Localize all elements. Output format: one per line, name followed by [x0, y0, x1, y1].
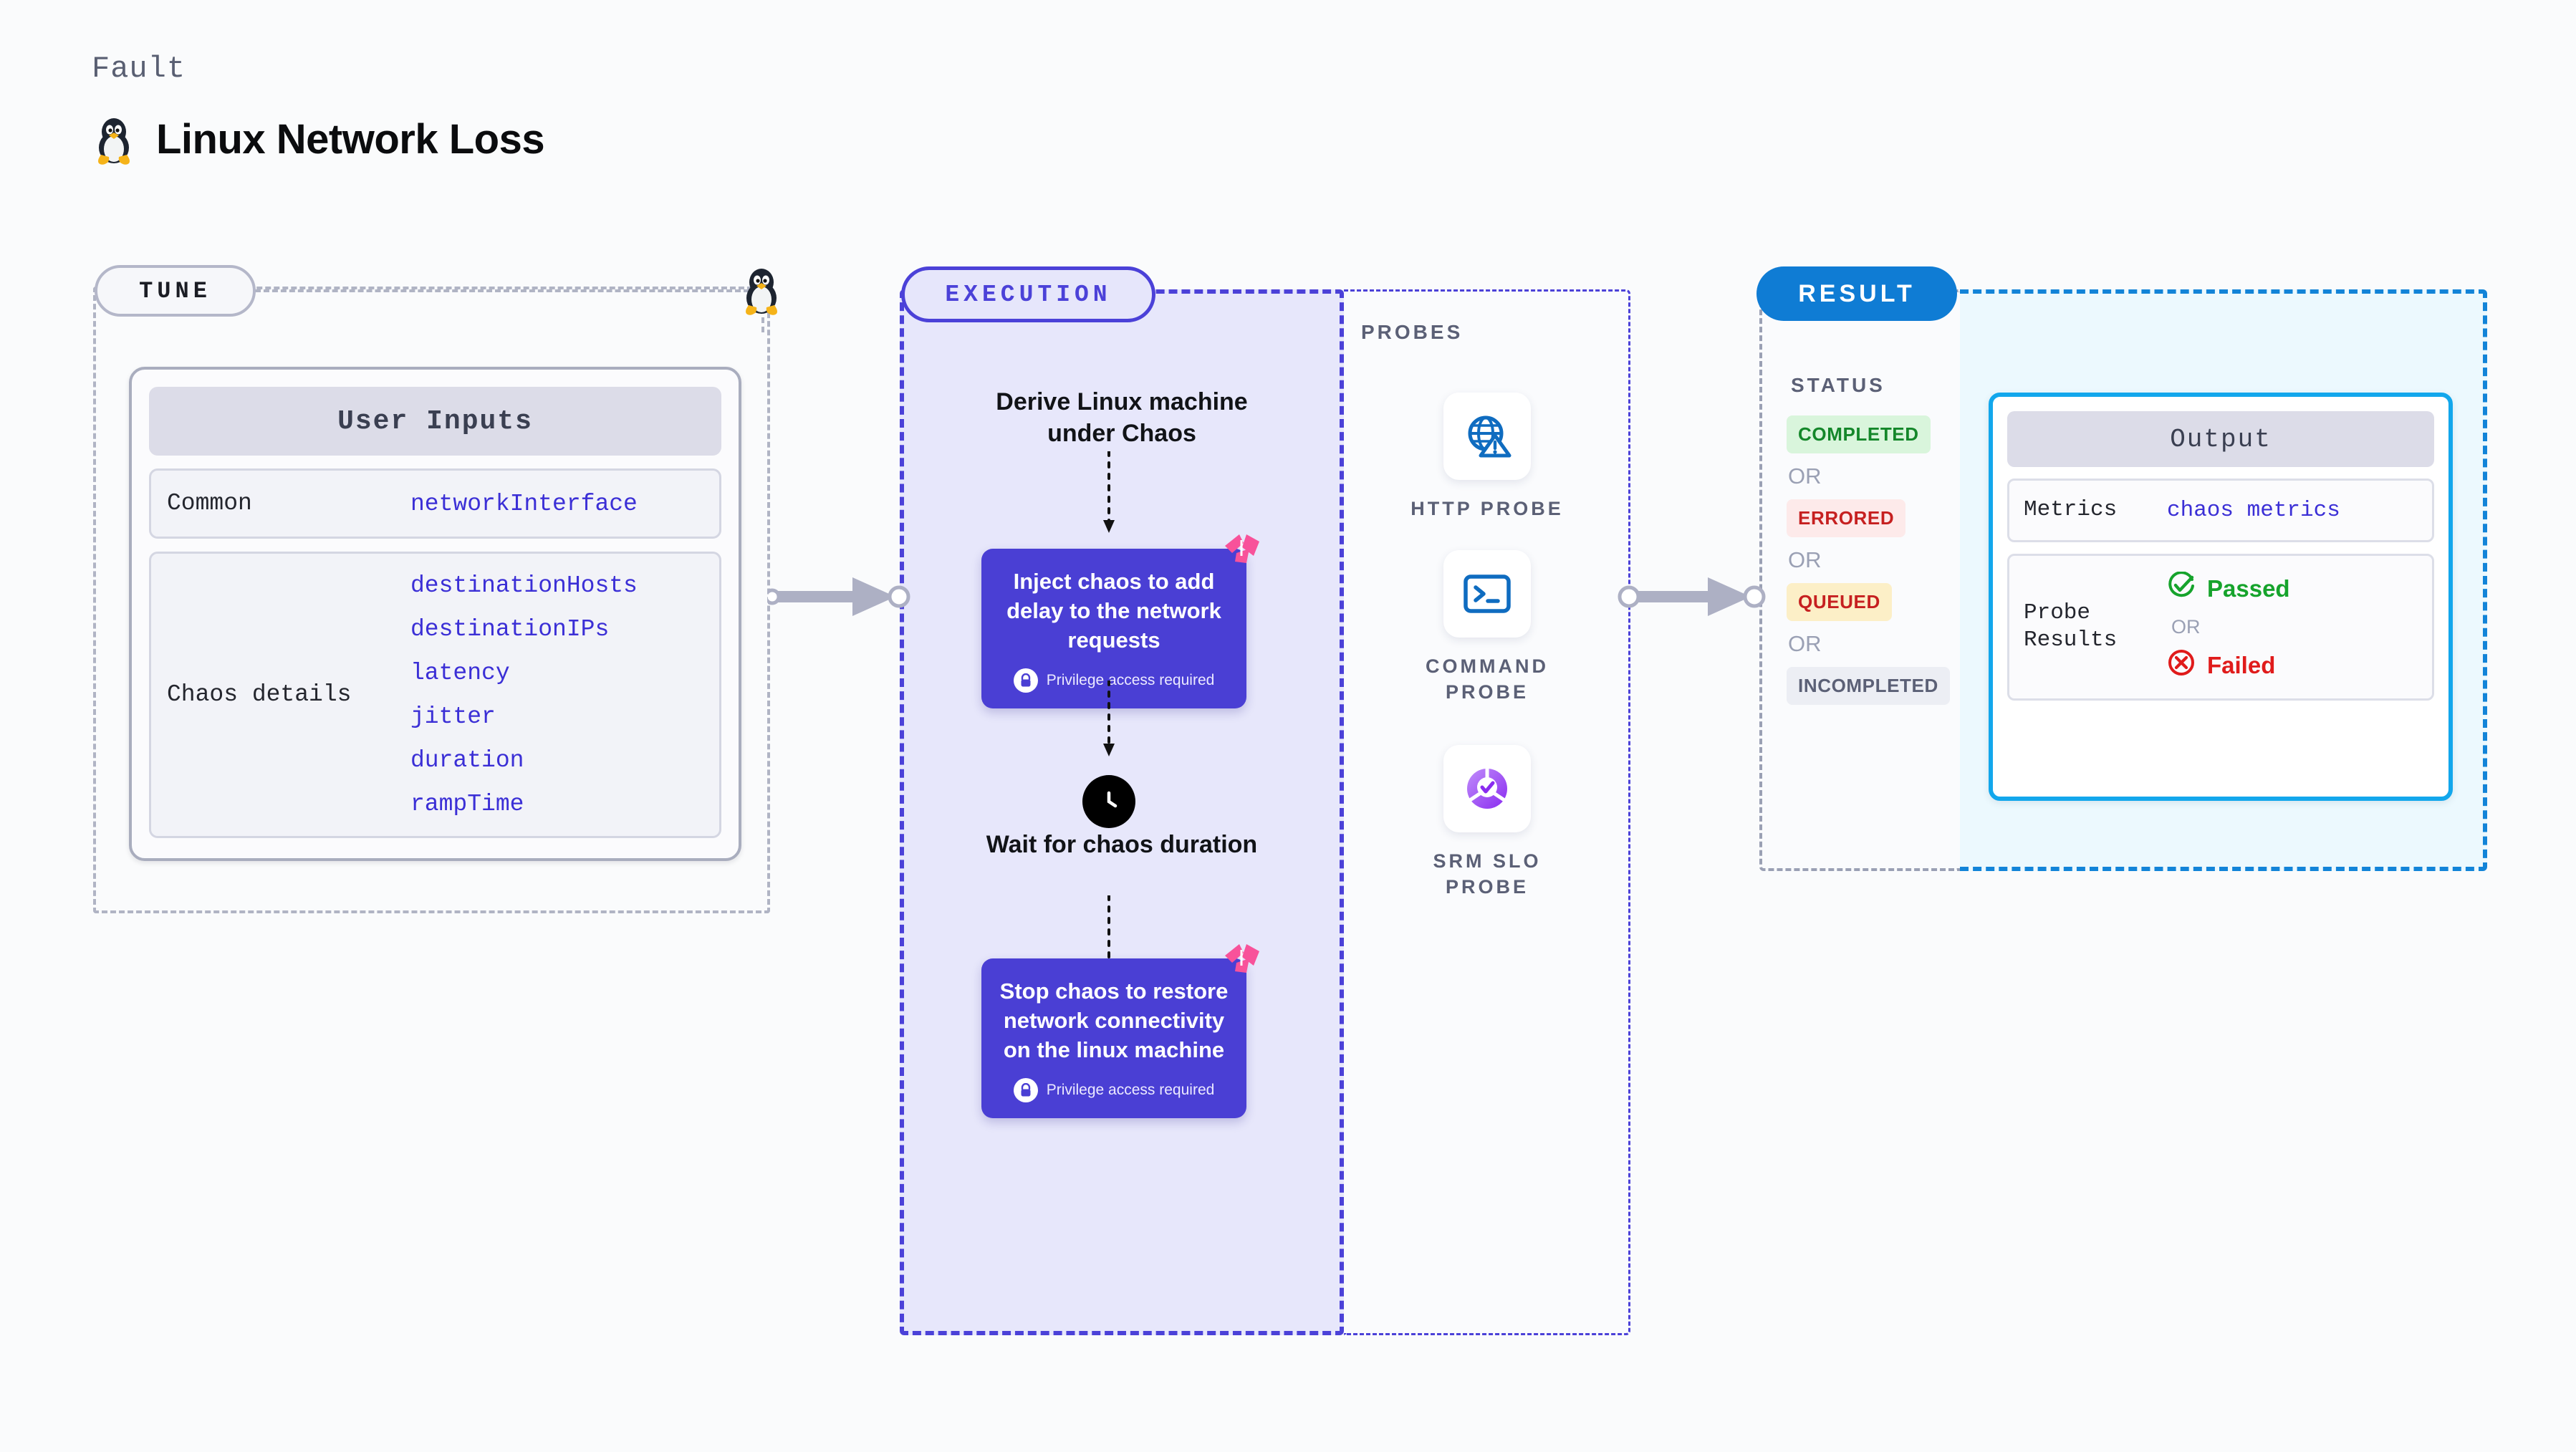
litmus-corner-icon: [1222, 941, 1262, 981]
result-pill[interactable]: RESULT: [1756, 266, 1957, 321]
litmus-corner-icon: [1222, 532, 1262, 571]
tune-dashed-connector-h: [255, 289, 749, 292]
input-param[interactable]: jitter: [410, 703, 496, 731]
execution-card-text: Inject chaos to add delay to the network…: [1006, 569, 1221, 653]
lock-icon: [1013, 1077, 1038, 1102]
probe-result-passed: Passed: [2167, 570, 2290, 606]
x-circle-icon: [2167, 648, 2196, 683]
output-row-metrics: Metrics chaos metrics: [2007, 479, 2434, 542]
page-kicker: Fault: [92, 52, 186, 86]
section-label: Common: [167, 490, 252, 516]
input-param[interactable]: rampTime: [410, 791, 524, 818]
execution-step-card[interactable]: Inject chaos to add delay to the network…: [981, 534, 1259, 708]
page-title: Linux Network Loss: [156, 115, 545, 163]
status-section-label: STATUS: [1791, 374, 1885, 396]
execution-card-text: Stop chaos to restore network connectivi…: [999, 979, 1229, 1062]
execution-card-note: Privilege access required: [997, 668, 1231, 693]
tune-pill[interactable]: TUNE: [95, 265, 256, 317]
section-values: destinationHosts destinationIPs latency …: [410, 572, 638, 817]
flow-arrow-icon: [1100, 679, 1118, 763]
output-title: Output: [2007, 411, 2434, 467]
section-label: Chaos details: [167, 681, 352, 708]
status-or-label: OR: [1788, 463, 1822, 489]
user-inputs-section-common: Common networkInterface: [149, 468, 721, 539]
output-row-probe-results: Probe Results Passed OR: [2007, 553, 2434, 701]
user-inputs-section-chaos-details: Chaos details destinationHosts destinati…: [149, 552, 721, 839]
probe-item-command[interactable]: COMMAND PROBE: [1398, 550, 1577, 706]
tux-penguin-icon: [92, 113, 136, 165]
probe-result-label: Failed: [2207, 651, 2276, 678]
probe-label: SRM SLO PROBE: [1433, 850, 1542, 898]
check-circle-icon: [2167, 570, 2196, 606]
terminal-icon: [1443, 550, 1531, 638]
user-inputs-title: User Inputs: [149, 387, 721, 456]
probe-label: HTTP PROBE: [1410, 498, 1564, 519]
user-inputs-card: User Inputs Common networkInterface Chao…: [129, 367, 741, 861]
execution-pill[interactable]: EXECUTION: [901, 266, 1155, 322]
section-values: networkInterface: [410, 491, 638, 517]
probe-result-or-label: OR: [2171, 615, 2201, 638]
page-title-row: Linux Network Loss: [92, 113, 545, 165]
slo-donut-check-icon: [1443, 745, 1531, 832]
probe-result-label: Passed: [2207, 574, 2290, 602]
execution-step-card[interactable]: Stop chaos to restore network connectivi…: [981, 944, 1259, 1118]
probe-results-values: Passed OR Failed: [2167, 570, 2290, 683]
execution-step-title: Derive Linux machine under Chaos: [996, 388, 1248, 447]
tux-penguin-icon: [739, 264, 784, 319]
probe-result-failed: Failed: [2167, 648, 2290, 683]
connector-tune-to-execution: [764, 573, 911, 624]
output-metrics-value[interactable]: chaos metrics: [2167, 497, 2340, 523]
result-status-region: [1759, 289, 1960, 871]
lock-icon: [1013, 668, 1038, 693]
input-param[interactable]: networkInterface: [410, 490, 638, 517]
flow-arrow-icon: [1100, 450, 1118, 539]
probe-item-http[interactable]: HTTP PROBE: [1398, 393, 1577, 521]
execution-card-note: Privilege access required: [997, 1077, 1231, 1102]
connector-probes-to-result: [1618, 573, 1775, 624]
status-or-label: OR: [1788, 547, 1822, 572]
output-row-label: Probe Results: [2024, 600, 2118, 653]
input-param[interactable]: destinationHosts: [410, 572, 638, 600]
input-param[interactable]: destinationIPs: [410, 616, 610, 643]
status-badge-incompleted: INCOMPLETED: [1787, 667, 1950, 705]
globe-warning-icon: [1443, 393, 1531, 480]
output-card: Output Metrics chaos metrics Probe Resul…: [1989, 393, 2453, 801]
status-badge-queued: QUEUED: [1787, 583, 1892, 621]
note-text: Privilege access required: [1046, 671, 1215, 688]
probes-section-label: PROBES: [1361, 321, 1464, 343]
status-badge-completed: COMPLETED: [1787, 415, 1931, 453]
clock-icon: [1082, 775, 1135, 828]
probe-label: COMMAND PROBE: [1426, 655, 1549, 703]
probe-item-srm-slo[interactable]: SRM SLO PROBE: [1398, 745, 1577, 900]
status-badge-errored: ERRORED: [1787, 499, 1906, 537]
input-param[interactable]: duration: [410, 747, 524, 774]
execution-step-title: Wait for chaos duration: [986, 831, 1258, 858]
status-or-label: OR: [1788, 631, 1822, 656]
input-param[interactable]: latency: [410, 660, 510, 687]
status-list: COMPLETED OR ERRORED OR QUEUED OR INCOMP…: [1787, 415, 1951, 705]
output-row-label: Metrics: [2024, 497, 2118, 522]
note-text: Privilege access required: [1046, 1081, 1215, 1098]
